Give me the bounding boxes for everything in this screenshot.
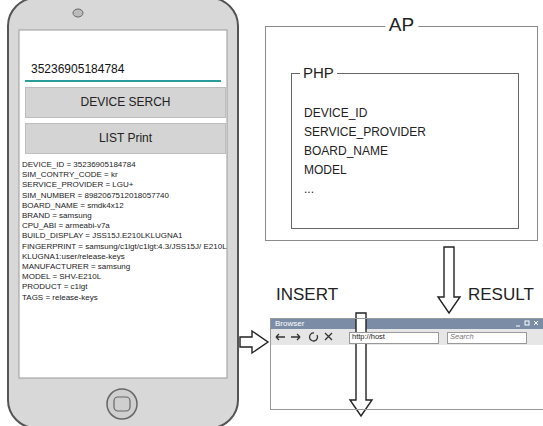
- browser-window: Browser http://host Search: [270, 318, 543, 410]
- box-title: PHP: [300, 64, 337, 81]
- button-label: LIST Print: [26, 132, 225, 146]
- field-name: SERVICE_PROVIDER: [304, 123, 426, 142]
- arrow-label: INSERT: [276, 285, 338, 305]
- phone-camera: [73, 9, 83, 17]
- block-arrow: [438, 247, 460, 313]
- home-button-icon: [114, 397, 130, 411]
- server-box: APPHPDEVICE_IDSERVICE_PROVIDERBOARD_NAME…: [265, 26, 538, 241]
- browser-icons: [276, 333, 332, 341]
- device-info-line: BUILD_DISPLAY = JSS15J.E210LKLUGNA1: [22, 231, 230, 241]
- device-info-line: SIM_CONTRY_CODE = kr: [22, 170, 230, 180]
- device-info-line: CPU_ABI = armeabi-v7a: [22, 221, 230, 231]
- home-button: [107, 389, 137, 419]
- phone: DEVICE_ID = 35236905184784SIM_CONTRY_COD…: [8, 0, 238, 426]
- browser-text: Search: [447, 332, 527, 344]
- browser-text: http://host: [349, 332, 439, 344]
- device-info-line: PRODUCT = c1lgt: [22, 282, 230, 292]
- block-arrow: [240, 331, 268, 353]
- arrow-label: RESULT: [468, 285, 534, 305]
- app-button: DEVICE SERCH: [25, 87, 226, 118]
- browser-text: Browser: [275, 319, 304, 328]
- field-name: ...: [304, 180, 426, 199]
- device-info-line: BRAND = samsung: [22, 211, 230, 221]
- browser-toolbar: [270, 329, 543, 345]
- field-name: BOARD_NAME: [304, 142, 426, 161]
- device-info-line: FINGERPRINT = samsung/c1lgt/c1lgt:4.3/JS…: [22, 242, 230, 262]
- php-box: PHPDEVICE_IDSERVICE_PROVIDERBOARD_NAMEMO…: [291, 73, 519, 229]
- device-info-line: MODEL = SHV-E210L: [22, 272, 230, 282]
- block-arrow: [350, 313, 372, 416]
- field-name: MODEL: [304, 161, 426, 180]
- device-info-line: MANUFACTURER = samsung: [22, 262, 230, 272]
- device-info-line: TAGS = release-keys: [22, 293, 230, 303]
- browser-title-bar: [270, 318, 543, 329]
- window-buttons: [516, 321, 538, 326]
- phone-body: [8, 0, 238, 426]
- field-name: DEVICE_ID: [304, 104, 426, 123]
- device-info-line: BOARD_NAME = smdk4x12: [22, 201, 230, 211]
- button-label: 35236905184784: [31, 63, 124, 77]
- box-title: AP: [385, 14, 418, 36]
- device-info-line: SERVICE_PROVIDER = LGU+: [22, 180, 230, 190]
- device-info-line: DEVICE_ID = 35236905184784: [22, 160, 230, 170]
- button-label: DEVICE SERCH: [26, 96, 225, 110]
- device-info-line: SIM_NUMBER = 8982067512018057740: [22, 191, 230, 201]
- input-field: 35236905184784: [25, 60, 221, 82]
- app-button: LIST Print: [25, 123, 226, 154]
